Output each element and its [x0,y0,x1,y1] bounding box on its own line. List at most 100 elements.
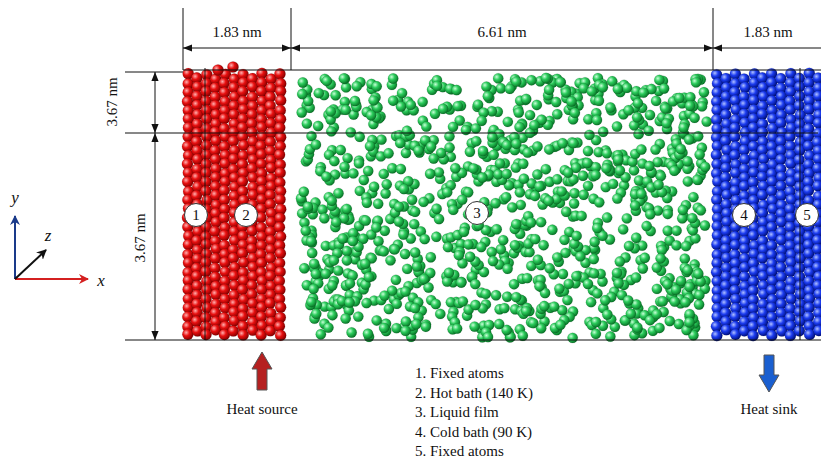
atom [632,322,642,332]
atom [391,275,401,285]
atom [602,148,612,158]
atom [407,195,417,205]
atom [388,95,398,105]
atom [470,300,480,310]
atom [339,73,349,83]
atom [636,144,646,154]
atom [571,271,581,281]
atom [519,173,529,183]
atom [336,145,346,155]
dimension-lines [125,8,821,340]
atom [442,276,452,286]
callout-number: 5 [803,208,811,223]
atom [306,236,316,246]
atom [601,163,611,173]
atom [583,279,593,289]
atom [622,83,632,93]
atom [594,197,604,207]
atom [558,269,568,279]
atom [452,323,462,333]
atom [653,180,663,190]
atom [308,284,318,294]
atom [421,121,431,131]
atom [582,158,592,168]
atom [591,317,601,327]
atom [645,110,655,120]
atom [645,209,655,219]
atom [376,134,386,144]
atom [410,303,420,313]
atom [297,89,307,99]
atom [589,254,599,264]
atom [478,146,488,156]
atom [630,200,640,210]
atom [363,166,373,176]
atom [538,240,548,250]
atom [586,297,596,307]
atom [554,283,564,293]
atom [275,302,286,313]
atom [429,153,439,163]
atom [671,240,681,250]
atom [237,86,248,97]
atom [681,241,691,251]
legend-item: 1. Fixed atoms [415,365,504,382]
atom [219,230,230,241]
callout-number: 4 [740,208,748,223]
atom [683,176,693,186]
atom [425,169,435,179]
atom [594,96,604,106]
atom [813,288,821,299]
atom [640,253,650,263]
atom [465,252,475,262]
atom [450,163,460,173]
atom [498,235,508,245]
atom [557,186,567,196]
atom [511,139,521,149]
atom [382,179,392,189]
atom [521,94,531,104]
atom [481,81,491,91]
callout-number: 2 [242,208,250,223]
atom [687,213,697,223]
atom [395,138,405,148]
atom [311,309,321,319]
atom [431,299,441,309]
atom [605,102,615,112]
atom [481,289,491,299]
atom [469,321,479,331]
atom [303,202,313,212]
callout-circle: 3 [465,201,489,225]
atom [426,252,436,262]
atom [636,189,646,199]
atom [461,125,471,135]
atom [623,295,633,305]
atom [794,325,805,336]
atom [399,184,409,194]
atom [411,319,421,329]
atom [514,107,524,117]
atom [775,154,786,165]
atom [477,116,487,126]
atom [368,95,378,105]
atom [766,330,777,341]
atom [330,90,340,100]
atom [544,144,554,154]
atom [812,244,821,255]
atom [402,264,412,274]
atom [314,88,324,98]
legend-item: 4. Cold bath (90 K) [415,423,532,440]
atom [552,252,562,262]
legend-item: 5. Fixed atoms [415,443,504,460]
atom [237,176,248,187]
atom [680,297,690,307]
atom [503,117,513,127]
atom [274,194,285,205]
atom [507,202,517,212]
atom [493,73,503,83]
atom [340,313,350,323]
atom [451,85,461,95]
atom [612,268,622,278]
atom [529,120,539,130]
atom [591,329,601,339]
